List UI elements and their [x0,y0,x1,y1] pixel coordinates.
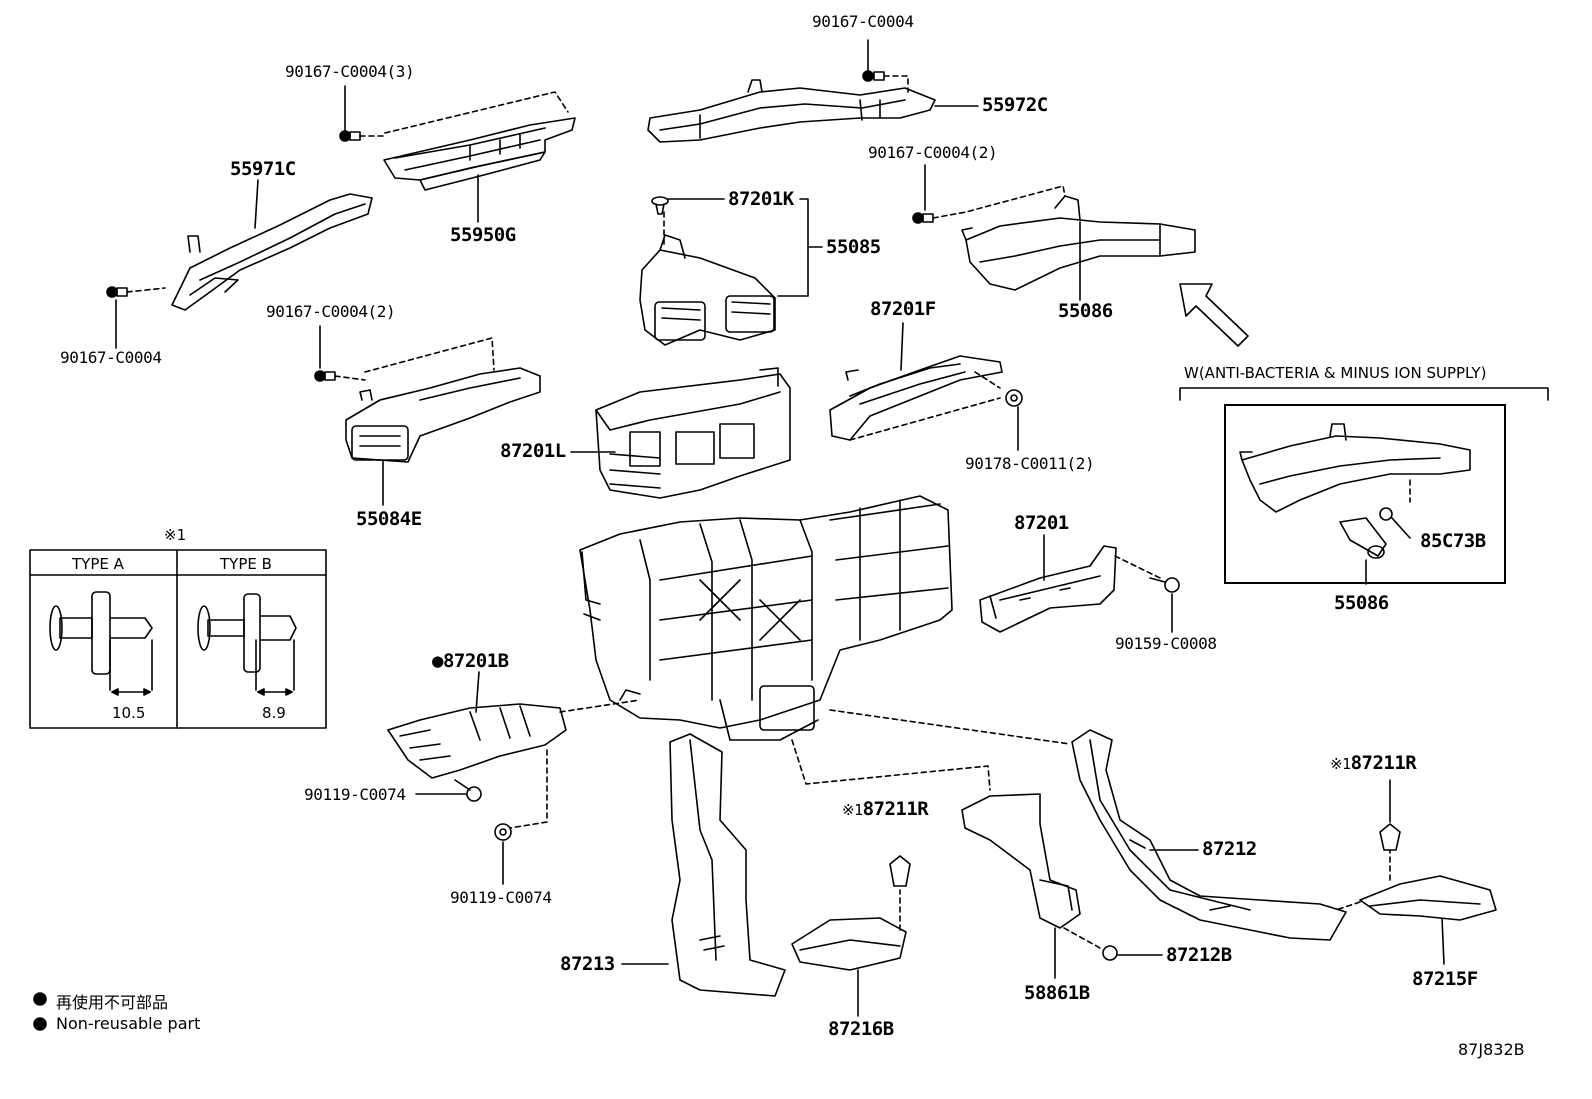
ion-generator-icon [1339,507,1393,559]
legend-dot [33,992,47,1006]
part-label: 85C73B [1420,530,1486,552]
duct-55971c [171,193,373,311]
part-label: 55971C [230,158,296,180]
arrow-icon [1179,283,1249,347]
duct-55972c [647,79,936,143]
reference-marker: ※1 [1330,755,1351,773]
part-label: 87201 [1014,512,1069,534]
part-label: 87201L [500,440,566,462]
screw-icon [314,370,336,382]
duct-87216b [791,917,907,971]
part-label: 90178-C0011(2) [965,454,1095,473]
screw-icon [339,130,361,142]
part-label: 58861B [1024,982,1090,1004]
part-label: 90119-C0074 [450,888,552,907]
legend-japanese: 再使用不可部品 [56,993,169,1012]
part-label: 87201F [870,298,936,320]
part-label: 55086 [1334,592,1389,614]
screw-icon [106,286,128,298]
dimension-a: 10.5 [112,704,146,722]
screw-icon [912,212,934,224]
bolt-icon [454,779,482,802]
clip-type-table [29,549,327,729]
box-87201l [595,367,791,499]
part-label: 90159-C0008 [1115,634,1217,653]
duct-55086 [961,195,1196,291]
part-label: 55972C [982,94,1048,116]
variant-title: W(ANTI-BACTERIA & MINUS ION SUPPLY) [1184,364,1487,382]
duct-87215f [1359,875,1497,921]
duct-87201f [829,355,1003,441]
hvac-unit-87201 [579,495,953,741]
part-label: 87212 [1202,838,1257,860]
clip-icon [1102,945,1118,961]
register-55085 [639,234,776,346]
variant-box [1224,404,1506,584]
part-label: 55086 [1058,300,1113,322]
clip-icon [889,855,911,887]
part-label: 90167-C0004 [812,12,914,31]
table-note-mark: ※1 [164,526,187,544]
non-reusable-marker: ● [432,650,443,672]
legend-english: Non-reusable part [56,1014,201,1033]
duct-87201b [387,703,567,779]
type-a-header: TYPE A [72,555,124,573]
part-label: 55950G [450,224,516,246]
diagram-code: 87J832B [1458,1040,1525,1059]
clip-icon [651,196,669,215]
screw-icon [862,70,885,82]
part-label: 87216B [828,1018,894,1040]
part-label: 90167-C0004(3) [285,62,415,81]
duct-87212 [1071,729,1347,941]
nut-icon [1005,389,1023,407]
duct-55950g [383,117,576,191]
bolt-icon [1149,577,1180,593]
part-label: 87201K [728,188,794,210]
part-label: 87212B [1166,944,1232,966]
part-label: 90167-C0004(2) [868,143,998,162]
reference-marker: ※1 [842,801,863,819]
legend-dot [33,1017,47,1031]
clip-icon [1379,823,1401,851]
duct-87213 [669,733,786,997]
part-label: 87213 [560,953,615,975]
bolt-icon [494,823,512,841]
dimension-b: 8.9 [262,704,286,722]
part-label: 90167-C0004 [60,348,162,367]
part-label: 90119-C0074 [304,785,406,804]
part-label: 55085 [826,236,881,258]
part-label: 90167-C0004(2) [266,302,396,321]
part-label: ※187211R [1330,752,1417,774]
part-label: ※187211R [842,798,929,820]
variant-duct-55086 [1239,423,1471,513]
part-label: ●87201B [432,650,509,672]
part-label: 55084E [356,508,422,530]
type-b-header: TYPE B [220,555,272,573]
register-55084e [345,367,541,463]
duct-58861b [961,793,1081,929]
duct-87201 [979,545,1117,633]
part-label: 87215F [1412,968,1478,990]
